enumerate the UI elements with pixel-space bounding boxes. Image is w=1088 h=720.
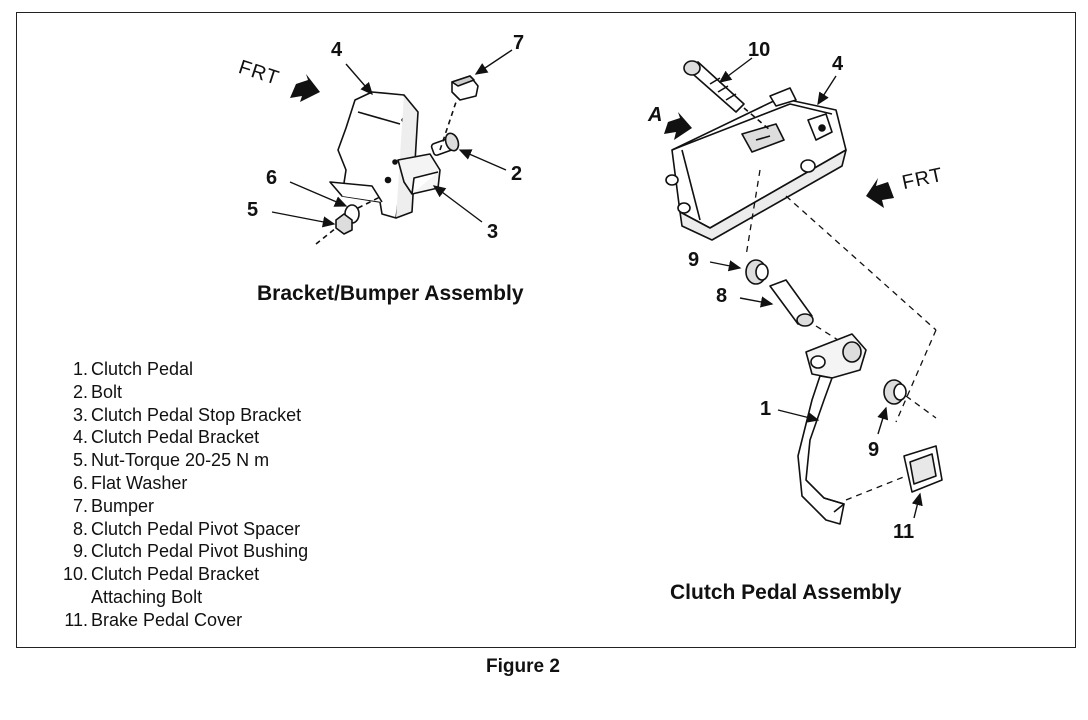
legend-item: 11.Brake Pedal Cover	[46, 609, 308, 632]
legend-item: 8.Clutch Pedal Pivot Spacer	[46, 518, 308, 541]
callout-5: 5	[247, 199, 259, 221]
frt-arrow-icon	[290, 74, 320, 102]
legend-text: Flat Washer	[91, 472, 188, 493]
legend-item: 1.Clutch Pedal	[46, 358, 308, 381]
bolt	[430, 132, 460, 157]
legend-number: 3.	[72, 404, 88, 425]
legend-number: 2.	[72, 381, 88, 402]
legend-item: 4.Clutch Pedal Bracket	[46, 426, 308, 449]
legend-text: Bolt	[91, 381, 123, 402]
callout-4-right: 4	[832, 53, 844, 75]
callout-6: 6	[266, 167, 278, 189]
legend-number: 9.	[72, 541, 88, 562]
callout-8: 8	[716, 285, 728, 307]
legend-text: Clutch Pedal Stop Bracket	[91, 404, 302, 425]
legend-text: Bumper	[91, 495, 155, 516]
callout-9-upper: 9	[688, 249, 700, 271]
callout-10: 10	[748, 39, 771, 61]
callout-7: 7	[513, 32, 525, 54]
torque-nut	[335, 213, 353, 235]
legend-number	[46, 586, 91, 609]
legend-text: Nut-Torque 20-25 N m	[91, 450, 270, 471]
legend-number: 8.	[72, 518, 88, 539]
callout-2: 2	[511, 163, 523, 185]
legend-item: 3.Clutch Pedal Stop Bracket	[46, 404, 308, 427]
legend-number: 11.	[64, 609, 88, 630]
bumper	[451, 75, 479, 101]
legend-item: 7.Bumper	[46, 495, 308, 518]
legend-text: Clutch Pedal	[91, 359, 194, 379]
legend-number: 6.	[72, 472, 88, 493]
view-a-label: A	[648, 104, 664, 126]
legend-item: Attaching Bolt	[46, 586, 308, 609]
callout-11: 11	[893, 521, 915, 543]
legend-text: Clutch Pedal Pivot Spacer	[91, 518, 301, 539]
legend-number: 4.	[72, 427, 88, 448]
figure-caption: Figure 2	[486, 656, 560, 677]
legend-text: Attaching Bolt	[91, 586, 203, 607]
view-a-arrow-icon	[664, 112, 692, 140]
legend-item: 10.Clutch Pedal Bracket	[46, 563, 308, 586]
clutch-pedal-assembly-drawing	[665, 60, 943, 525]
frt-arrow-icon-right	[866, 178, 894, 208]
clutch-pedal	[797, 333, 867, 525]
right-diagram-title: Clutch Pedal Assembly	[670, 581, 902, 604]
legend-text: Brake Pedal Cover	[91, 609, 243, 630]
legend-item: 2.Bolt	[46, 381, 308, 404]
legend-number: 10.	[62, 564, 88, 585]
legend-number: 5.	[72, 450, 88, 471]
brake-pedal-cover	[903, 445, 943, 493]
legend-item: 6.Flat Washer	[46, 472, 308, 495]
bracket-assembly-drawing	[315, 75, 479, 245]
callout-4-left: 4	[331, 39, 343, 61]
left-diagram-title: Bracket/Bumper Assembly	[257, 282, 524, 305]
callout-1: 1	[760, 398, 772, 420]
bracket-attaching-bolt	[683, 60, 745, 113]
legend-text: Clutch Pedal Bracket	[91, 564, 260, 585]
legend-number: 1.	[72, 359, 88, 379]
callout-3: 3	[487, 221, 499, 243]
legend-item: 5.Nut-Torque 20-25 N m	[46, 449, 308, 472]
legend-text: Clutch Pedal Bracket	[91, 427, 260, 448]
legend-number: 7.	[72, 495, 88, 516]
legend-text: Clutch Pedal Pivot Bushing	[91, 541, 309, 562]
callout-9-lower: 9	[868, 439, 880, 461]
legend-item: 9.Clutch Pedal Pivot Bushing	[46, 540, 308, 563]
figure-frame	[16, 12, 1076, 648]
